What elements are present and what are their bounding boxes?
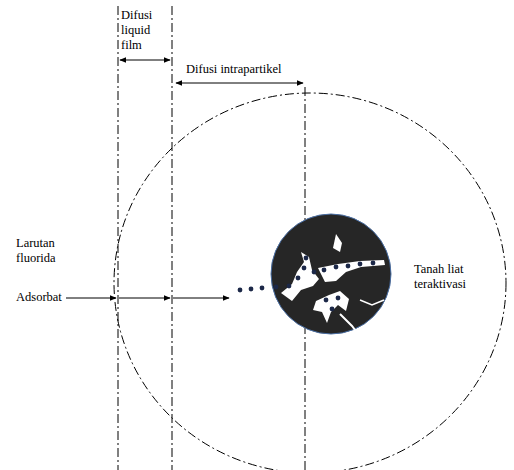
stage-label: Difusi liquid film bbox=[121, 8, 171, 53]
pore bbox=[281, 252, 319, 301]
adsorbate-dot bbox=[324, 298, 329, 303]
span-arrow bbox=[176, 83, 303, 84]
pore bbox=[318, 260, 385, 282]
adsorbate-dot bbox=[330, 307, 335, 312]
span-arrow bbox=[120, 60, 170, 61]
adsorbate-dot bbox=[312, 270, 317, 275]
stage-label: Difusi intrapartikel bbox=[186, 62, 304, 77]
adsorbate-dot bbox=[274, 285, 279, 290]
pore-crack bbox=[360, 300, 384, 305]
particle-label: Tanah liat teraktivasi bbox=[414, 262, 484, 292]
adsorbate-dot bbox=[287, 284, 292, 289]
clay-particle bbox=[271, 214, 391, 334]
adsorbate-dot bbox=[322, 268, 327, 273]
adsorbate-dot bbox=[371, 261, 376, 266]
adsorbate-dot bbox=[296, 276, 301, 281]
adsorbate-arrow bbox=[173, 298, 229, 299]
adsorbate-dot bbox=[334, 265, 339, 270]
solution-label: Larutan fluorida bbox=[16, 236, 76, 266]
adsorbate-dots bbox=[238, 256, 376, 312]
adsorbate-dot bbox=[302, 266, 307, 271]
boundary-ellipse bbox=[114, 93, 506, 470]
adsorbate-dot bbox=[238, 288, 243, 293]
adsorbate-dot bbox=[358, 262, 363, 267]
film-boundary-line bbox=[118, 6, 119, 470]
adsorbate-dot bbox=[260, 286, 265, 291]
adsorbate-arrow bbox=[119, 298, 170, 299]
particle-pores bbox=[281, 234, 385, 323]
pore bbox=[333, 234, 342, 252]
adsorbate-dot bbox=[336, 296, 341, 301]
adsorbate-label: Adsorbat bbox=[16, 290, 76, 305]
film-boundary-line bbox=[172, 6, 173, 470]
pore-crack bbox=[340, 314, 358, 334]
adsorbate-dot bbox=[346, 264, 351, 269]
adsorbate-dot bbox=[249, 287, 254, 292]
adsorbate-dot bbox=[304, 256, 309, 261]
adsorbate-arrow bbox=[66, 298, 116, 299]
